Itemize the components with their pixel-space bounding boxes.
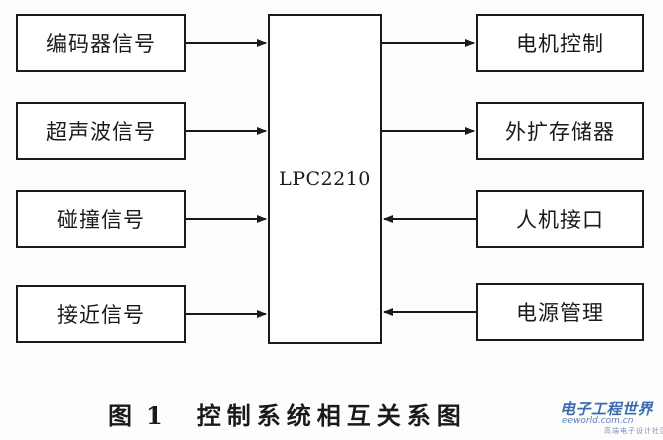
watermark-logo: 电子工程世界 eeworld.com.cn 高端电子设计社区 — [560, 396, 663, 436]
input-label-hmi: 人机接口 — [516, 208, 604, 232]
input-box-collision: 碰撞信号 — [16, 190, 186, 248]
input-label-ultrasonic: 超声波信号 — [46, 120, 156, 144]
output-label-memory: 外扩存储器 — [505, 120, 615, 144]
input-label-encoder: 编码器信号 — [46, 32, 156, 56]
output-box-memory: 外扩存储器 — [476, 102, 644, 160]
input-box-proximity: 接近信号 — [16, 285, 186, 343]
caption-label: 图 — [108, 401, 138, 430]
output-label-motor: 电机控制 — [516, 32, 604, 56]
watermark-sub: eeworld.com.cn — [562, 416, 634, 426]
output-box-motor: 电机控制 — [476, 14, 644, 72]
watermark-main: 电子工程世界 — [560, 400, 654, 418]
processor-box: LPC2210 — [268, 14, 382, 344]
processor-label: LPC2210 — [279, 168, 371, 190]
input-label-proximity: 接近信号 — [57, 303, 145, 327]
input-box-encoder: 编码器信号 — [16, 14, 186, 72]
caption-number: 1 — [146, 401, 169, 430]
input-box-power: 电源管理 — [476, 283, 644, 341]
input-label-collision: 碰撞信号 — [57, 208, 145, 232]
watermark-small: 高端电子设计社区 — [604, 427, 663, 435]
input-box-ultrasonic: 超声波信号 — [16, 102, 186, 160]
input-label-power: 电源管理 — [516, 301, 604, 325]
caption-title: 控制系统相互关系图 — [196, 401, 467, 430]
input-box-hmi: 人机接口 — [476, 190, 644, 248]
